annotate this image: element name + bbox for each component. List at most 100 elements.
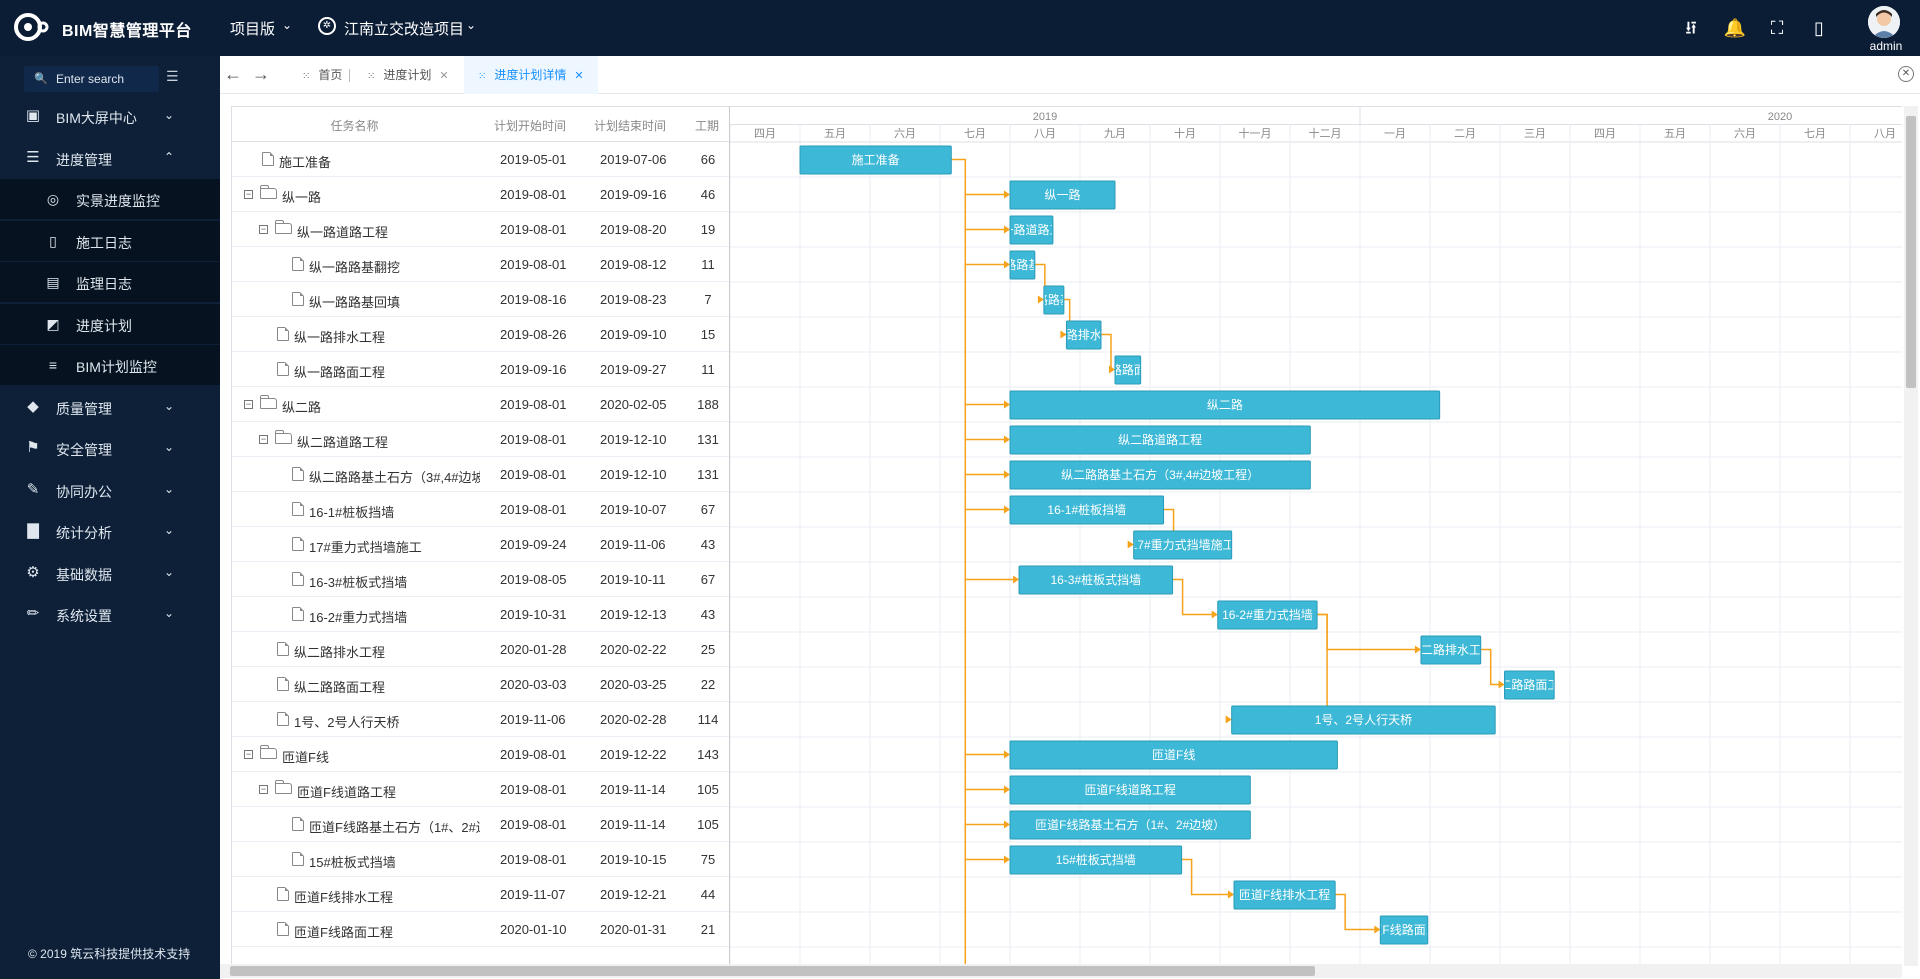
task-row[interactable]: 匝道F线路基土石方（1#、2#边坡）2019-08-012019-11-1410… xyxy=(232,807,729,842)
close-icon[interactable]: ✕ xyxy=(574,70,584,82)
chevron-down-icon[interactable]: ⌄ xyxy=(164,440,175,454)
close-icon[interactable]: ✕ xyxy=(439,70,449,82)
task-bar[interactable] xyxy=(1009,180,1116,210)
column-header-start[interactable]: 计划开始时间 xyxy=(494,119,567,133)
sidebar-subitem[interactable]: ◩进度计划 xyxy=(0,303,220,344)
chevron-down-icon[interactable]: ⌄ xyxy=(282,18,293,32)
horizontal-scrollbar[interactable] xyxy=(220,964,1902,978)
sidebar-item[interactable]: ⚙基础数据⌄ xyxy=(0,553,220,593)
project-dropdown[interactable]: 江南立交改造项目 xyxy=(344,21,465,38)
arrow-right-icon[interactable]: → xyxy=(252,64,270,84)
task-bar[interactable] xyxy=(1504,670,1555,700)
task-bar[interactable] xyxy=(1233,880,1336,910)
search-input[interactable] xyxy=(56,70,154,88)
chevron-down-icon[interactable]: ⌄ xyxy=(164,606,175,620)
task-bar[interactable] xyxy=(1009,775,1251,805)
task-bar[interactable] xyxy=(1231,705,1496,735)
chevron-down-icon[interactable]: ⌄ xyxy=(164,481,175,496)
close-all-icon[interactable]: ✕ xyxy=(1898,66,1914,82)
sidebar-item[interactable]: ⚑安全管理⌄ xyxy=(0,428,220,468)
sidebar-subitem[interactable]: ≡BIM计划监控 xyxy=(0,345,220,385)
column-header-end[interactable]: 计划结束时间 xyxy=(594,119,667,133)
sidebar-item[interactable]: ▣BIM大屏中心⌄ xyxy=(0,96,220,136)
collapse-menu-icon[interactable]: ☰ xyxy=(166,68,179,84)
chevron-down-icon[interactable]: ⌄ xyxy=(164,564,175,579)
fullscreen-icon[interactable]: ⛶ xyxy=(1770,18,1784,38)
sidebar-item[interactable]: ✎协同办公⌄ xyxy=(0,470,220,510)
vertical-scrollbar[interactable] xyxy=(1904,106,1918,966)
bell-icon[interactable]: 🔔 xyxy=(1723,18,1747,38)
task-bar[interactable] xyxy=(1009,215,1054,245)
chevron-down-icon[interactable]: ⌄ xyxy=(164,108,175,122)
chevron-down-icon[interactable]: ⌄ xyxy=(164,398,175,413)
sidebar-subitem[interactable]: ◎实景进度监控 xyxy=(0,179,220,219)
tab-schedule[interactable]: ⁙进度计划✕ xyxy=(359,56,457,94)
username[interactable]: admin xyxy=(1869,39,1903,53)
tab-home[interactable]: ⁙首页 xyxy=(294,56,350,94)
collapse-toggle-icon[interactable]: − xyxy=(244,399,253,409)
sidebar-subitem[interactable]: ▤监理日志 xyxy=(0,262,220,302)
task-bar[interactable] xyxy=(1009,250,1036,280)
task-bar[interactable] xyxy=(1379,915,1429,945)
sidebar-subitem[interactable]: ▯施工日志 xyxy=(0,220,220,261)
task-bar[interactable] xyxy=(1018,565,1174,595)
task-bar[interactable] xyxy=(1133,530,1233,560)
task-bar[interactable] xyxy=(1217,600,1318,630)
collapse-toggle-icon[interactable]: − xyxy=(259,434,268,444)
chevron-up-icon[interactable]: ⌃ xyxy=(164,149,175,164)
column-header-duration[interactable]: 工期 xyxy=(695,119,720,133)
collapse-toggle-icon[interactable]: − xyxy=(259,224,268,234)
collapse-toggle-icon[interactable]: − xyxy=(244,189,253,199)
avatar[interactable] xyxy=(1868,6,1900,38)
task-bar[interactable] xyxy=(1009,425,1311,455)
collapse-toggle-icon[interactable]: − xyxy=(244,749,253,759)
scroll-thumb[interactable] xyxy=(1906,116,1916,388)
sidebar-item[interactable]: ▇统计分析⌄ xyxy=(0,511,220,551)
sidebar-item[interactable]: ◆质量管理⌄ xyxy=(0,387,220,427)
task-bar[interactable] xyxy=(1043,285,1065,315)
search-box[interactable]: 🔍 xyxy=(24,66,159,92)
scroll-thumb[interactable] xyxy=(230,966,1315,976)
tab-schedule-detail[interactable]: ⁙进度计划详情✕ xyxy=(464,56,598,94)
sidebar-item[interactable]: ☰进度管理⌃ xyxy=(0,138,220,178)
task-bar[interactable] xyxy=(1009,810,1251,840)
arrow-left-icon[interactable]: ← xyxy=(224,64,242,84)
task-bar[interactable] xyxy=(1009,390,1441,420)
task-bar[interactable] xyxy=(799,145,952,175)
chevron-down-icon[interactable]: ⌄ xyxy=(164,523,175,537)
column-header-name[interactable]: 任务名称 xyxy=(330,119,379,133)
mobile-icon[interactable]: ▯ xyxy=(1814,18,1824,38)
version-dropdown[interactable]: 项目版 xyxy=(230,21,276,38)
task-bar[interactable] xyxy=(1009,845,1183,875)
task-bar[interactable] xyxy=(1009,495,1165,525)
collapse-toggle-icon[interactable]: − xyxy=(259,784,268,794)
task-bar[interactable] xyxy=(1114,355,1142,385)
task-bar[interactable] xyxy=(1420,635,1482,665)
task-bar[interactable] xyxy=(1065,320,1102,350)
chevron-down-icon[interactable]: ⌄ xyxy=(466,18,477,32)
task-row[interactable]: 纵二路路基土石方（3#,4#边坡工程）2019-08-012019-12-101… xyxy=(232,457,729,492)
sidebar-item[interactable]: ✏系统设置⌄ xyxy=(0,594,220,634)
task-bar[interactable] xyxy=(1009,460,1311,490)
dashboard-icon[interactable]: ⭿ xyxy=(1685,18,1697,38)
